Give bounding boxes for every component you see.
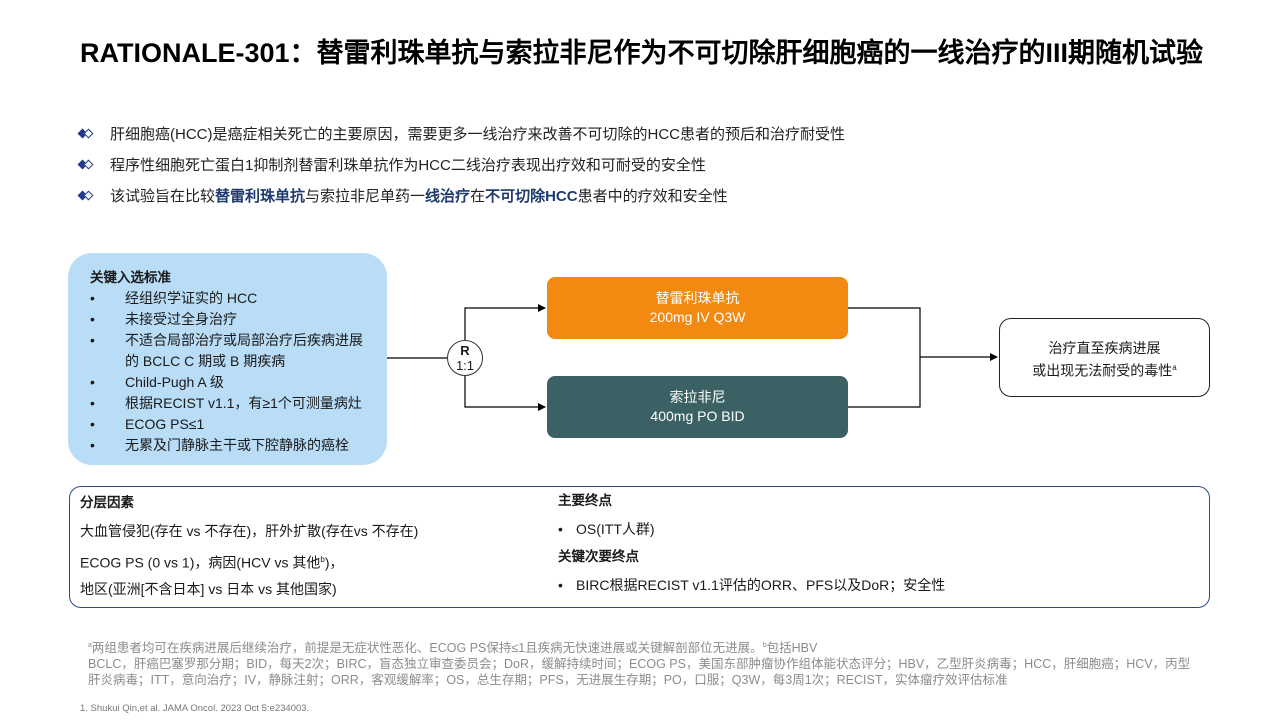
footnote-text: 两组患者均可在疾病进展后继续治疗，前提是无症状性恶化、ECOG PS保持≤1且疾… bbox=[91, 641, 763, 656]
footnote: a两组患者均可在疾病进展后继续治疗，前提是无症状性恶化、ECOG PS保持≤1且… bbox=[88, 638, 1198, 688]
treatment-outcome-box: 治疗直至疾病进展 或出现无法耐受的毒性a bbox=[999, 318, 1210, 397]
inclusion-criteria-box: 关键入选标准 • 经组织学证实的 HCC • 未接受过全身治疗 • 不适合局部治疗或局… bbox=[68, 253, 387, 465]
primary-endpoint-title: 主要终点 bbox=[558, 493, 612, 508]
connector-r-to-arms bbox=[464, 304, 546, 340]
bullet-dot-icon: • bbox=[90, 374, 95, 390]
secondary-endpoint-item: • BIRC根据RECIST v1.1评估的ORR、PFS以及DoR；安全性 bbox=[558, 573, 1198, 603]
bullet-emphasis: 不可切除HCC bbox=[485, 188, 578, 205]
stratification-section: 分层因素 大血管侵犯(存在 vs 不存在)，肝外扩散(存在vs 不存在) ECO… bbox=[80, 493, 550, 606]
primary-endpoint-item: • OS(ITT人群) bbox=[558, 517, 1198, 547]
reference: 1. Shukui Qin,et al. JAMA Oncol. 2023 Oc… bbox=[80, 703, 310, 714]
endpoint-text: OS(ITT人群) bbox=[576, 521, 655, 537]
stratification-text: )， bbox=[324, 554, 344, 571]
arm-sorafenib: 索拉非尼 400mg PO BID bbox=[547, 376, 848, 438]
outcome-line: 或出现无法耐受的毒性a bbox=[1000, 358, 1209, 381]
bullet-dot-icon: • bbox=[90, 416, 95, 432]
bullet-emphasis: 线治疗 bbox=[425, 188, 471, 205]
bullet-text-part: 与索拉非尼单药一 bbox=[305, 188, 426, 205]
stratification-line: ECOG PS (0 vs 1)，病因(HCV vs 其他b)， bbox=[80, 548, 550, 577]
randomization-node: R 1:1 bbox=[447, 340, 483, 376]
criteria-list: • 经组织学证实的 HCC • 未接受过全身治疗 • 不适合局部治疗或局部治疗后疾病进… bbox=[90, 288, 373, 456]
footnote-text: 包括HBV bbox=[766, 641, 818, 656]
outcome-text: 或出现无法耐受的毒性 bbox=[1032, 362, 1173, 379]
criteria-text: ECOG PS≤1 bbox=[125, 416, 205, 432]
bullet-dot-icon: • bbox=[558, 521, 563, 537]
criteria-item: • ECOG PS≤1 bbox=[90, 414, 373, 435]
abbreviations: BCLC，肝癌巴塞罗那分期；BID，每天2次；BIRC，盲态独立审查委员会；Do… bbox=[88, 657, 1191, 688]
arm-name: 替雷利珠单抗 bbox=[655, 290, 740, 306]
criteria-title: 关键入选标准 bbox=[90, 270, 171, 285]
arm-dose: 400mg PO BID bbox=[650, 408, 745, 424]
bullet-text-part: 该试验旨在比较 bbox=[110, 188, 216, 205]
criteria-item: • 未接受过全身治疗 bbox=[90, 309, 373, 330]
secondary-endpoint-title: 关键次要终点 bbox=[558, 549, 639, 564]
bullet-text: 肝细胞癌(HCC)是癌症相关死亡的主要原因，需要更多一线治疗来改善不可切除的HC… bbox=[110, 126, 845, 143]
rationale-bullets: 肝细胞癌(HCC)是癌症相关死亡的主要原因，需要更多一线治疗来改善不可切除的HC… bbox=[78, 118, 1198, 211]
criteria-item: • Child-Pugh A 级 bbox=[90, 372, 373, 393]
stratification-line: 地区(亚洲[不含日本] vs 日本 vs 其他国家) bbox=[80, 581, 337, 597]
stratification-endpoints-box: 分层因素 大血管侵犯(存在 vs 不存在)，肝外扩散(存在vs 不存在) ECO… bbox=[69, 486, 1210, 608]
bullet-item: 肝细胞癌(HCC)是癌症相关死亡的主要原因，需要更多一线治疗来改善不可切除的HC… bbox=[78, 118, 1198, 149]
criteria-item: • 根据RECIST v1.1，有≥1个可测量病灶 bbox=[90, 393, 373, 414]
bullet-text-part: 在 bbox=[470, 188, 486, 205]
stratification-title: 分层因素 bbox=[80, 495, 134, 510]
stratification-line: 大血管侵犯(存在 vs 不存在)，肝外扩散(存在vs 不存在) bbox=[80, 523, 419, 539]
stratification-text: ECOG PS (0 vs 1)，病因(HCV vs 其他 bbox=[80, 554, 321, 571]
criteria-item: • 经组织学证实的 HCC bbox=[90, 288, 373, 309]
criteria-text: 不适合局部治疗或局部治疗后疾病进展的 BCLC C 期或 B 期疾病 bbox=[125, 332, 363, 369]
bullet-item: 该试验旨在比较替雷利珠单抗与索拉非尼单药一线治疗在不可切除HCC患者中的疗效和安… bbox=[78, 180, 1198, 211]
bullet-text: 程序性细胞死亡蛋白1抑制剂替雷利珠单抗作为HCC二线治疗表现出疗效和可耐受的安全… bbox=[110, 157, 706, 174]
randomization-ratio: 1:1 bbox=[455, 358, 475, 373]
criteria-text: Child-Pugh A 级 bbox=[125, 374, 224, 390]
criteria-text: 经组织学证实的 HCC bbox=[125, 290, 258, 306]
criteria-text: 未接受过全身治疗 bbox=[125, 311, 237, 327]
arm-dose: 200mg IV Q3W bbox=[649, 309, 746, 325]
connector-r-to-arm2 bbox=[464, 376, 546, 411]
bullet-dot-icon: • bbox=[558, 577, 563, 593]
bullet-dot-icon: • bbox=[90, 395, 95, 411]
endpoints-section: 主要终点 • OS(ITT人群) 关键次要终点 • BIRC根据RECIST v1.… bbox=[558, 491, 1198, 603]
criteria-text: 无累及门静脉主干或下腔静脉的癌栓 bbox=[125, 437, 349, 453]
arm-tislelizumab: 替雷利珠单抗 200mg IV Q3W bbox=[547, 277, 848, 339]
outcome-line: 治疗直至疾病进展 bbox=[1048, 340, 1161, 356]
arm-name: 索拉非尼 bbox=[669, 389, 726, 405]
footnote-line: a两组患者均可在疾病进展后继续治疗，前提是无症状性恶化、ECOG PS保持≤1且… bbox=[88, 638, 1198, 656]
bullet-item: 程序性细胞死亡蛋白1抑制剂替雷利珠单抗作为HCC二线治疗表现出疗效和可耐受的安全… bbox=[78, 149, 1198, 180]
connector-arms-merge bbox=[848, 307, 921, 408]
bullet-text: 该试验旨在比较替雷利珠单抗与索拉非尼单药一线治疗在不可切除HCC患者中的疗效和安… bbox=[110, 185, 728, 206]
criteria-item: • 不适合局部治疗或局部治疗后疾病进展的 BCLC C 期或 B 期疾病 bbox=[90, 330, 373, 372]
bullet-emphasis: 替雷利珠单抗 bbox=[215, 188, 306, 205]
randomization-letter: R bbox=[460, 343, 470, 358]
footnote-marker: a bbox=[88, 642, 92, 649]
slide-title: RATIONALE-301：替雷利珠单抗与索拉非尼作为不可切除肝细胞癌的一线治疗… bbox=[80, 38, 1204, 68]
bullet-text-part: 患者中的疗效和安全性 bbox=[577, 188, 728, 205]
footnote-marker: b bbox=[762, 642, 767, 649]
bullet-dot-icon: • bbox=[90, 332, 95, 348]
criteria-item: • 无累及门静脉主干或下腔静脉的癌栓 bbox=[90, 435, 373, 456]
endpoint-text: BIRC根据RECIST v1.1评估的ORR、PFS以及DoR；安全性 bbox=[576, 577, 946, 593]
criteria-text: 根据RECIST v1.1，有≥1个可测量病灶 bbox=[125, 395, 362, 411]
bullet-dot-icon: • bbox=[90, 311, 95, 327]
footnote-marker: a bbox=[1172, 363, 1177, 372]
bullet-dot-icon: • bbox=[90, 290, 95, 306]
bullet-dot-icon: • bbox=[90, 437, 95, 453]
footnote-marker: b bbox=[320, 555, 325, 564]
